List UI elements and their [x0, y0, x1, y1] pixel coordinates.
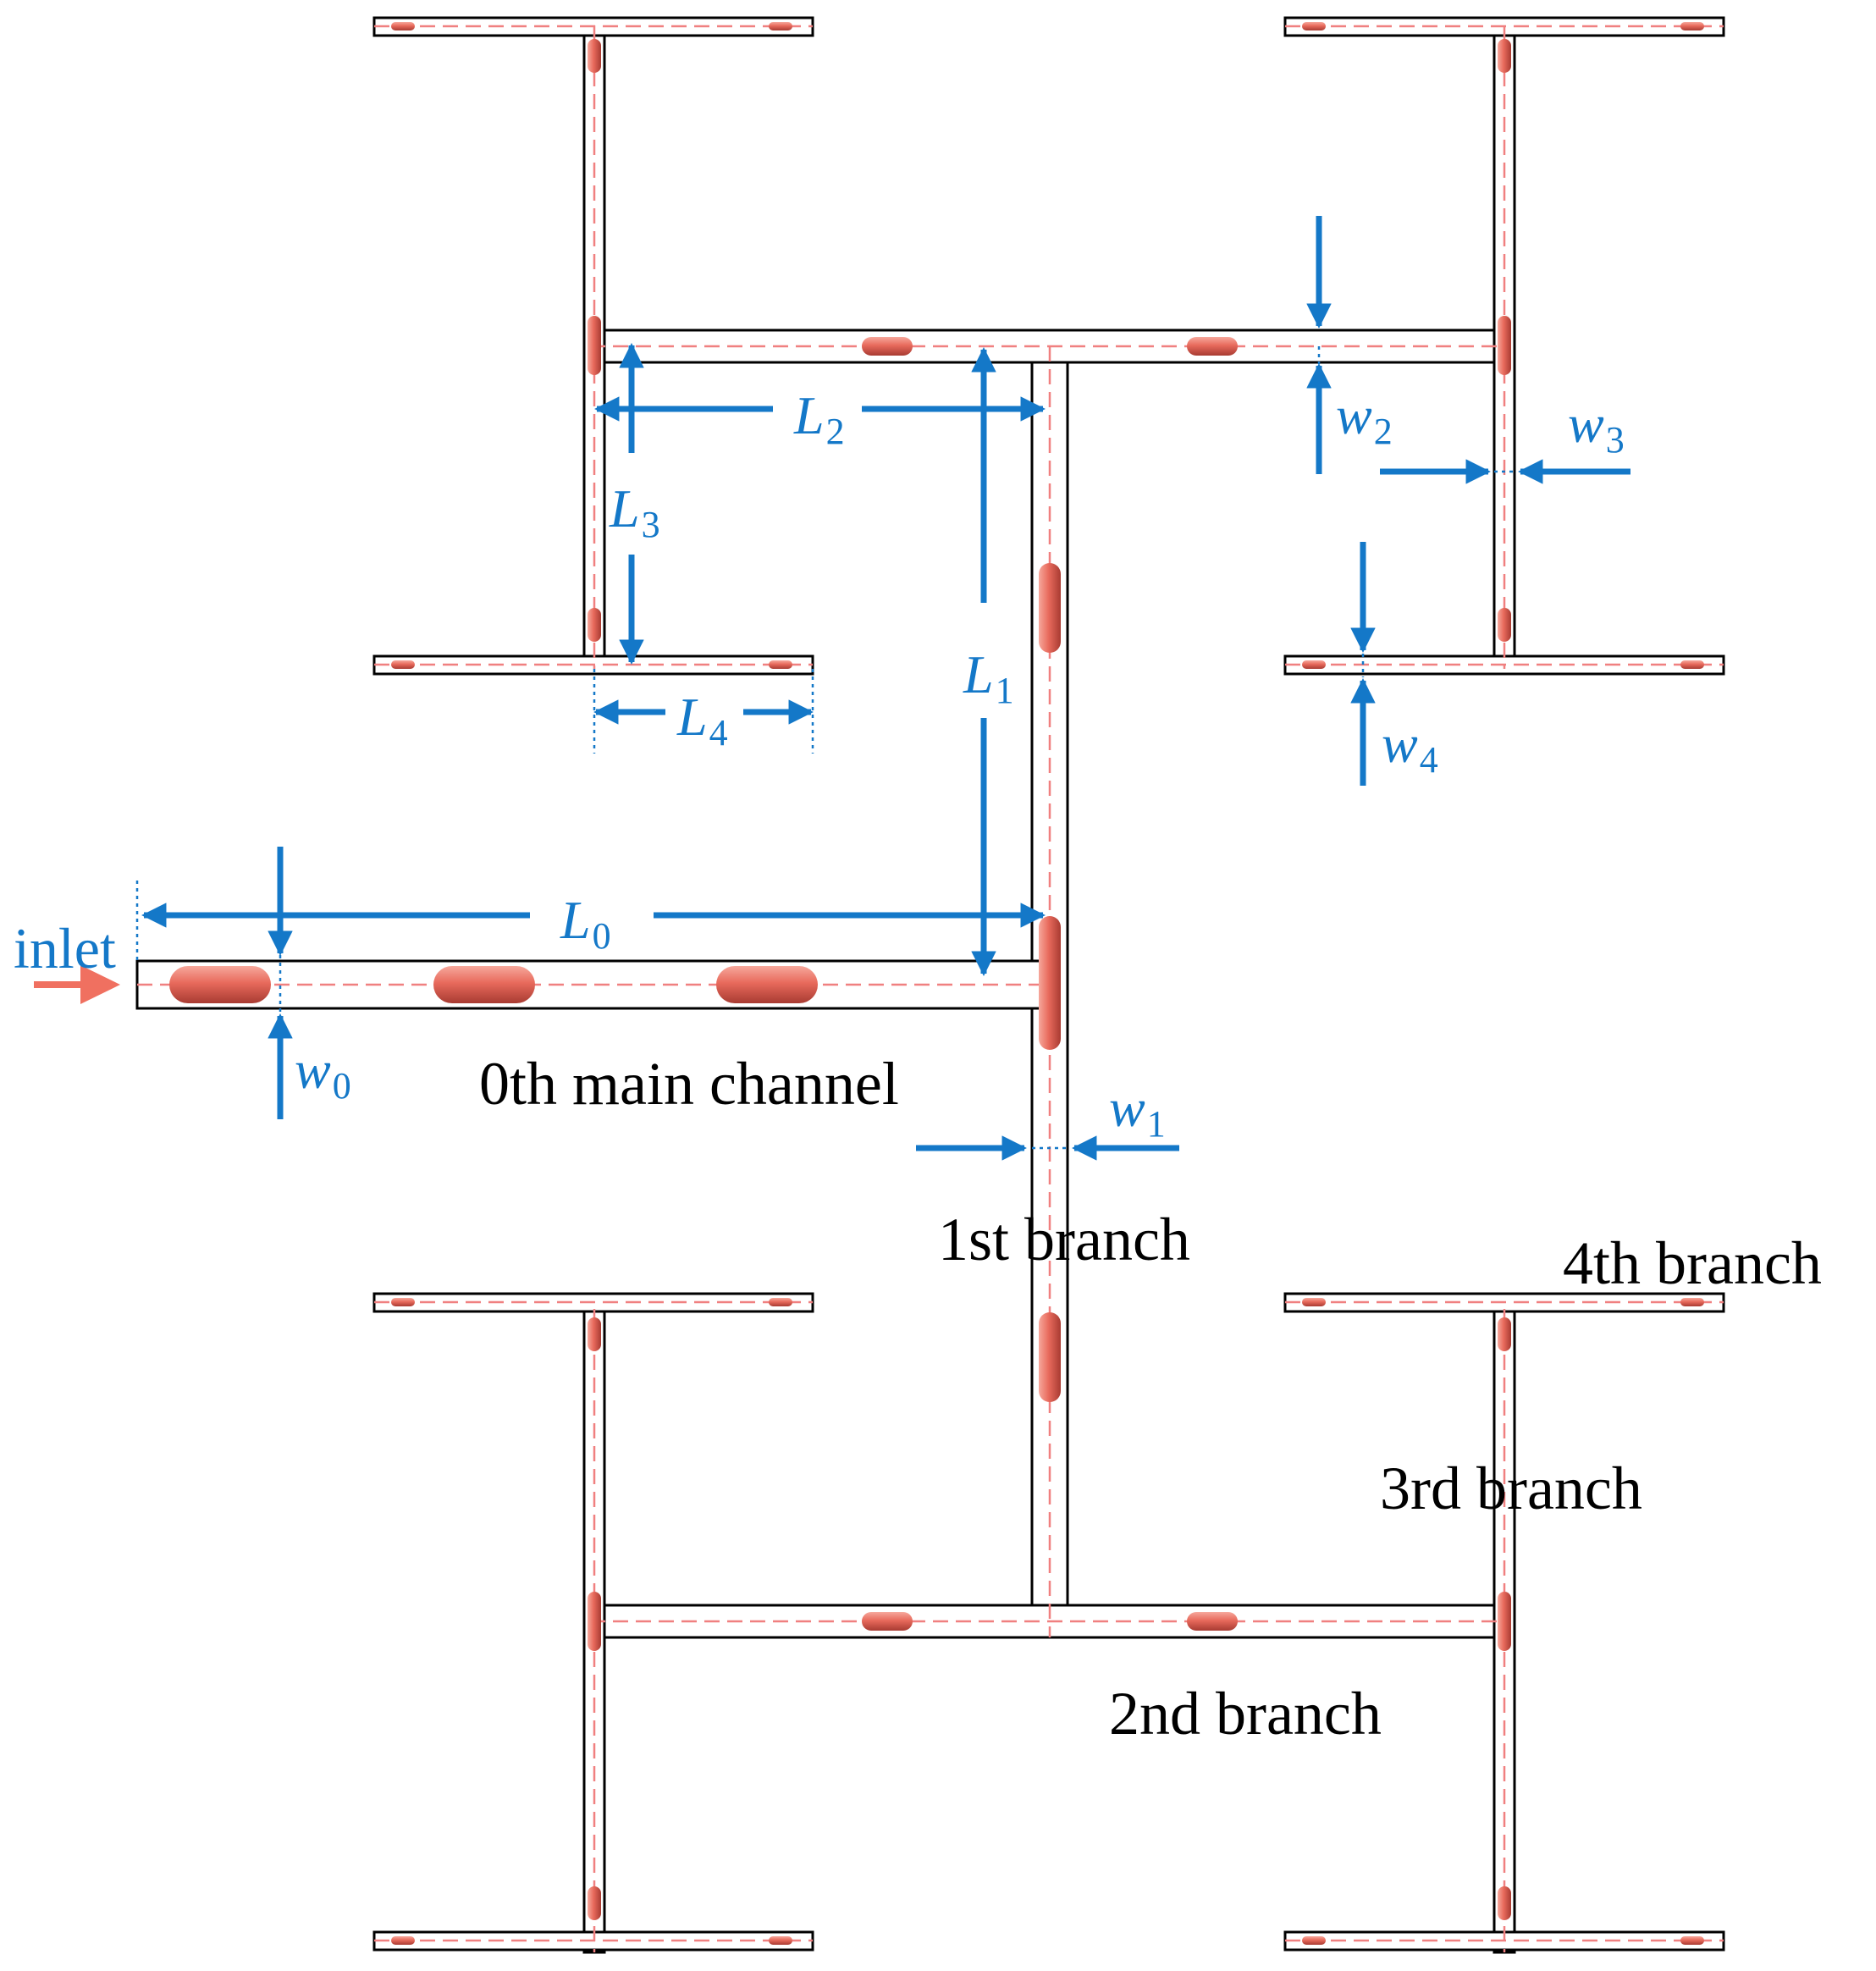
droplet [769, 1936, 792, 1945]
droplet [588, 1317, 601, 1351]
droplet [862, 337, 913, 356]
first-branch-label: 1st branch [938, 1206, 1190, 1273]
w3-label: w3 [1568, 394, 1625, 461]
dimension-lines [135, 216, 1630, 1161]
second-branch-label: 2nd branch [1109, 1680, 1382, 1747]
w1-label: w1 [1109, 1078, 1166, 1145]
droplet [1680, 22, 1704, 30]
dimension-labels: L0 L1 L2 L3 L4 w0 w1 w2 w3 w4 [295, 385, 1625, 1145]
droplet [433, 966, 535, 1003]
L4-label: L4 [676, 687, 728, 754]
L1-label: L1 [963, 644, 1014, 711]
droplet [1302, 22, 1326, 30]
main-channel-label: 0th main channel [479, 1050, 899, 1118]
droplet [1680, 1298, 1704, 1306]
w0-label: w0 [295, 1040, 351, 1107]
droplet [588, 1592, 601, 1651]
droplet [588, 1886, 601, 1920]
w4-label: w4 [1382, 714, 1438, 781]
channel-centerlines [137, 25, 1724, 1952]
third-branch-label: 3rd branch [1380, 1455, 1642, 1522]
droplet [391, 22, 415, 30]
droplet [769, 22, 792, 30]
channel-labels: 0th main channel 1st branch 2nd branch 3… [479, 1050, 1822, 1747]
droplet [169, 966, 271, 1003]
droplet [769, 660, 792, 669]
droplet [1498, 608, 1511, 642]
droplet [1498, 1886, 1511, 1920]
L0-label: L0 [560, 890, 611, 957]
droplet [1302, 1298, 1326, 1306]
droplet [588, 316, 601, 375]
inlet-arrow [34, 965, 120, 1004]
droplet [716, 966, 818, 1003]
droplet [1680, 660, 1704, 669]
droplet [1187, 337, 1238, 356]
droplet [1039, 1312, 1061, 1402]
droplets [169, 22, 1704, 1945]
droplet [1302, 1936, 1326, 1945]
droplet [1187, 1612, 1238, 1631]
droplet [1498, 1592, 1511, 1651]
droplet [1498, 39, 1511, 73]
droplet [588, 608, 601, 642]
droplet [1498, 316, 1511, 375]
droplet [1302, 660, 1326, 669]
fourth-branch-label: 4th branch [1563, 1229, 1822, 1297]
droplet [1498, 1317, 1511, 1351]
main-channel [135, 959, 1051, 1010]
inlet-label: inlet [14, 916, 116, 980]
droplet [862, 1612, 913, 1631]
droplet [588, 39, 601, 73]
droplet [1039, 563, 1061, 653]
droplet [391, 660, 415, 669]
L2-label: L2 [793, 385, 845, 452]
droplet [391, 1298, 415, 1306]
droplet [1680, 1936, 1704, 1945]
droplet [769, 1298, 792, 1306]
L3-label: L3 [609, 478, 660, 545]
droplet [1039, 916, 1061, 1050]
droplet [391, 1936, 415, 1945]
w2-label: w2 [1336, 385, 1393, 452]
